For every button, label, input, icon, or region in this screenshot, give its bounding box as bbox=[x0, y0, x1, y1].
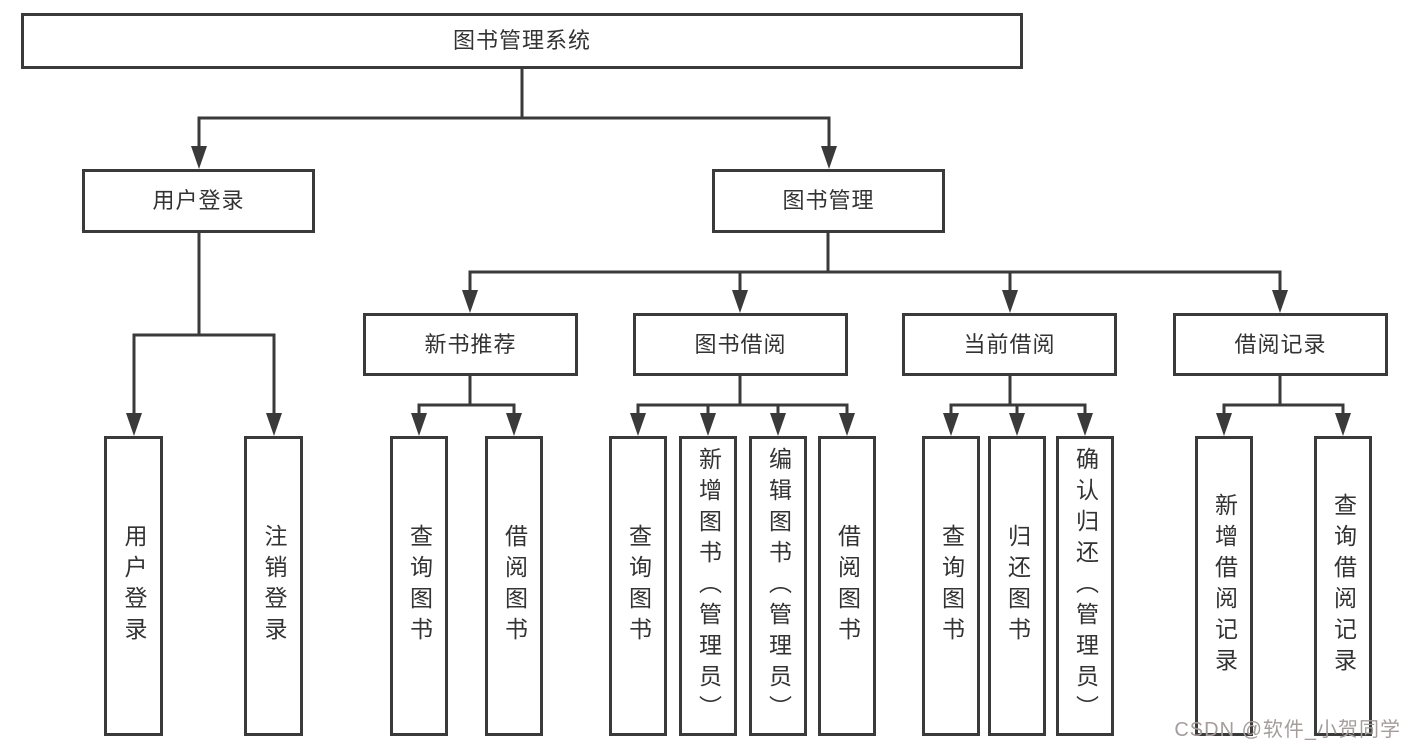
connector-book-management-to-level3 bbox=[462, 231, 1288, 313]
connector-new-book-recommend-to-leaves bbox=[411, 374, 522, 436]
leaf-query-books-current: 查询图书 bbox=[922, 436, 980, 736]
leaf-return-books: 归还图书 bbox=[988, 436, 1046, 736]
leaf-user-login: 用户登录 bbox=[104, 436, 163, 736]
node-borrowing-records: 借阅记录 bbox=[1173, 313, 1388, 376]
connector-book-borrowing-to-leaves bbox=[630, 374, 855, 436]
leaf-borrow-books-borrowing: 借阅图书 bbox=[818, 436, 876, 736]
node-root: 图书管理系统 bbox=[21, 13, 1023, 69]
leaf-query-books-borrowing: 查询图书 bbox=[609, 436, 667, 736]
connector-user-login-to-leaves bbox=[126, 231, 282, 436]
leaf-borrow-books-recommend: 借阅图书 bbox=[485, 436, 543, 736]
node-book-borrowing: 图书借阅 bbox=[633, 313, 848, 376]
leaf-confirm-return-admin: 确认归还（管理员） bbox=[1056, 436, 1114, 736]
leaf-query-books-recommend: 查询图书 bbox=[390, 436, 448, 736]
leaf-logout-login: 注销登录 bbox=[244, 436, 303, 736]
node-current-borrowing: 当前借阅 bbox=[902, 313, 1117, 376]
leaf-add-books-admin: 新增图书（管理员） bbox=[679, 436, 737, 736]
leaf-query-borrow-record: 查询借阅记录 bbox=[1314, 436, 1372, 736]
leaf-edit-books-admin: 编辑图书（管理员） bbox=[749, 436, 807, 736]
connector-root-to-level2 bbox=[191, 67, 837, 169]
node-book-management: 图书管理 bbox=[712, 169, 945, 233]
leaf-add-borrow-record: 新增借阅记录 bbox=[1195, 436, 1253, 736]
connector-borrowing-records-to-leaves bbox=[1216, 374, 1351, 436]
node-new-book-recommend: 新书推荐 bbox=[363, 313, 578, 376]
node-user-login: 用户登录 bbox=[82, 169, 315, 233]
watermark: CSDN @软件_小贺同学 bbox=[1174, 719, 1401, 741]
connector-current-borrowing-to-leaves bbox=[943, 374, 1093, 436]
